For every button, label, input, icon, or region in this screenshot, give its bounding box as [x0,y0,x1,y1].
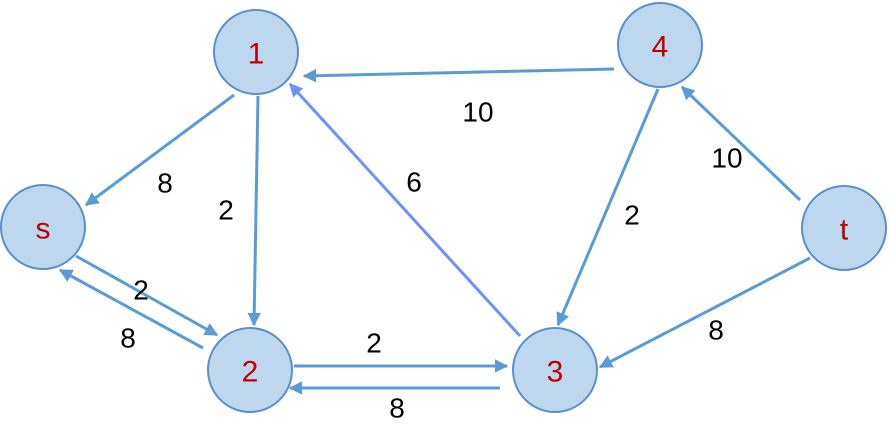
edge-arrow-1-to-s [84,93,235,207]
node-s: s [0,184,86,270]
node-label-t: t [840,214,849,247]
node-circle-2 [207,327,293,413]
edge-arrow-2-to-s [58,268,204,350]
node-3: 3 [512,327,598,413]
edge-arrow-4-to-3 [556,88,660,327]
edge-layer [58,67,811,395]
edge-arrow-t-to-3 [598,256,811,369]
weight-layer: 10 8 2 6 2 10 8 2 8 2 8 [120,97,742,424]
node-1: 1 [213,9,299,95]
edge-arrow-t-to-4 [680,85,802,202]
edge-arrow-1-to-2 [247,95,261,327]
edge-arrow-s-to-2 [75,254,219,337]
edge-weight-s-to-2: 2 [133,275,149,306]
edge-weight-1-to-s: 8 [157,168,173,199]
node-2: 2 [207,327,293,413]
edge-weight-3-to-2: 8 [389,393,405,424]
node-circle-t [801,185,887,271]
node-label-3: 3 [547,356,564,389]
edge-weight-4-to-3: 2 [624,200,640,231]
node-circle-4 [617,2,703,88]
edge-weight-2-to-s: 8 [120,323,136,354]
edge-arrow-3-to-1 [288,82,522,338]
edge-weight-1-to-2: 2 [218,195,234,226]
edge-weight-t-to-3: 8 [708,315,724,346]
node-circle-3 [512,327,598,413]
edge-weight-3-to-1: 6 [406,167,422,198]
node-circle-1 [213,9,299,95]
node-label-4: 4 [652,31,669,64]
edge-weight-t-to-4: 10 [711,143,742,174]
node-label-2: 2 [242,356,259,389]
node-t: t [801,185,887,271]
edge-weight-2-to-3: 2 [366,328,382,359]
edge-weight-4-to-1: 10 [462,97,493,128]
node-layer: 1 4 s t 2 3 [0,2,887,413]
node-label-s: s [36,213,51,246]
node-circle-s [0,184,86,270]
node-4: 4 [617,2,703,88]
node-label-1: 1 [248,38,265,71]
edge-arrow-4-to-1 [302,67,615,83]
